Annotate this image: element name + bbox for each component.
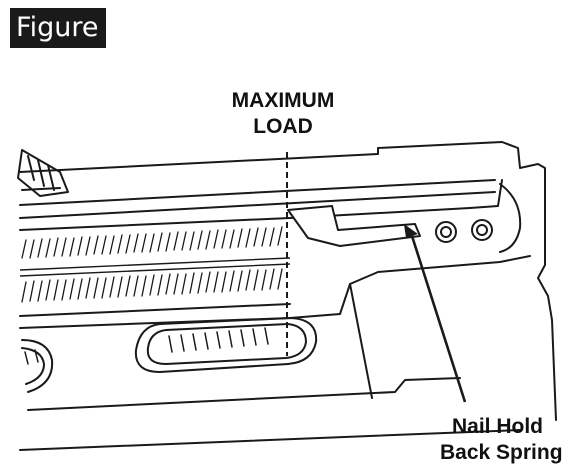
side-window — [21, 339, 54, 393]
nail-strip — [20, 226, 290, 303]
maximum-load-callout: MAXIMUM LOAD — [208, 88, 358, 140]
maximum-load-line2: LOAD — [253, 115, 313, 138]
spring-leader-arrow — [404, 224, 467, 403]
screw-left — [435, 221, 457, 243]
spring-callout-line1: Nail Hold — [452, 415, 544, 438]
hose-fitting — [17, 149, 69, 197]
magazine-window — [134, 317, 318, 373]
screw-right — [471, 219, 493, 241]
nail-hold-back-spring — [287, 179, 522, 253]
figure-badge: Figure — [10, 8, 107, 48]
nail-hold-back-spring-callout: Nail Hold Back Spring — [440, 414, 563, 466]
maximum-load-line1: MAXIMUM — [231, 89, 335, 112]
spring-callout-line2: Back Spring — [440, 441, 563, 464]
